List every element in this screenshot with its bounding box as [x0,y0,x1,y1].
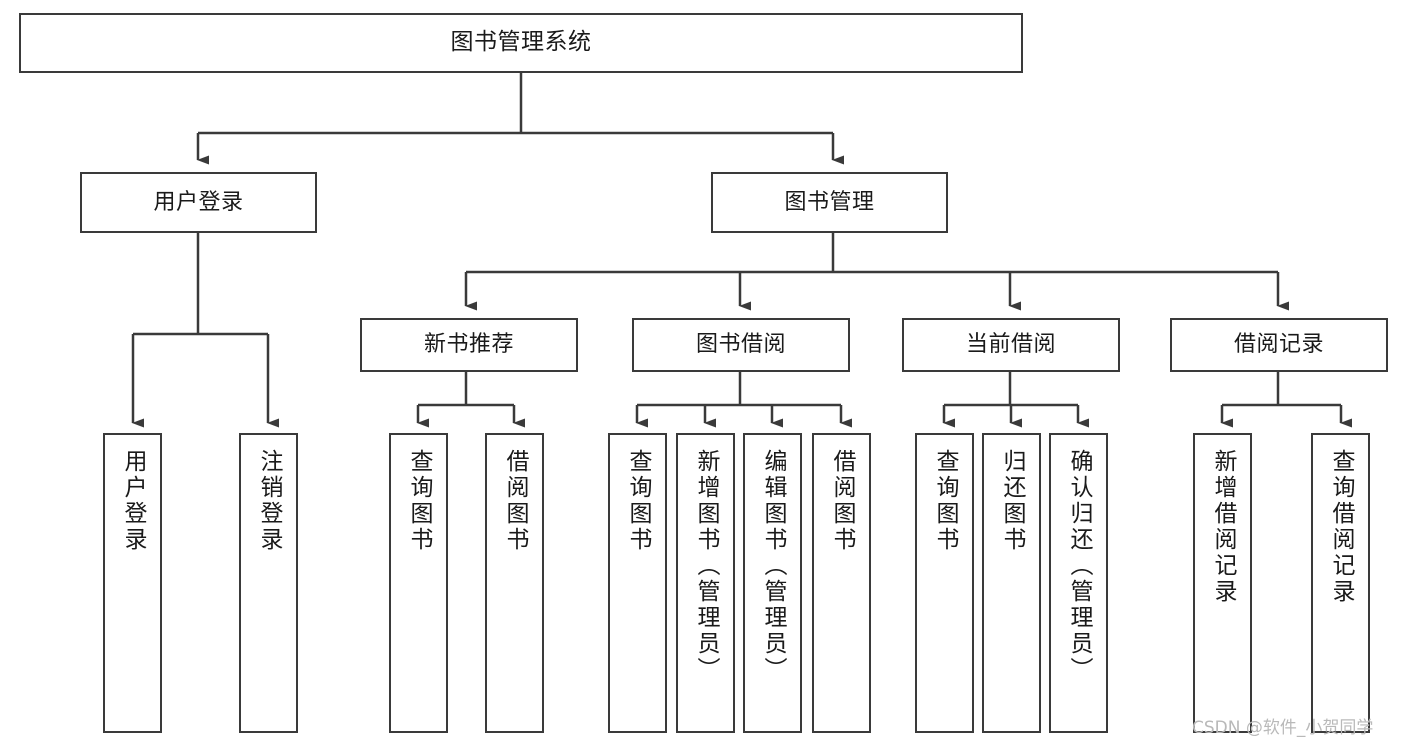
node-label: 图书管理系统 [450,29,592,56]
node-leaf-query-borrow-record[interactable]: 查询借阅记录 [1311,433,1370,733]
node-label: 查询图书 [625,449,651,553]
node-leaf-add-book-admin[interactable]: 新增图书（管理员） [676,433,735,733]
node-label: 查询图书 [932,449,958,553]
node-label: 归还图书 [999,449,1025,553]
node-leaf-query-books-current[interactable]: 查询图书 [915,433,974,733]
node-root-book-management-system[interactable]: 图书管理系统 [19,13,1023,73]
node-label: 新增借阅记录 [1210,449,1236,605]
node-label: 用户登录 [153,189,244,215]
node-label: 借阅图书 [829,449,855,553]
node-leaf-query-books-new-recommend[interactable]: 查询图书 [389,433,448,733]
node-current-borrowing[interactable]: 当前借阅 [902,318,1120,372]
node-leaf-return-books[interactable]: 归还图书 [982,433,1041,733]
node-leaf-add-borrow-record[interactable]: 新增借阅记录 [1193,433,1252,733]
node-leaf-borrow-books[interactable]: 借阅图书 [812,433,871,733]
node-label: 用户登录 [120,449,146,553]
node-label: 借阅图书 [502,449,528,553]
node-user-login[interactable]: 用户登录 [80,172,317,233]
node-leaf-edit-book-admin[interactable]: 编辑图书（管理员） [743,433,802,733]
node-label: 图书借阅 [695,332,786,358]
node-book-borrowing[interactable]: 图书借阅 [632,318,850,372]
node-label: 新书推荐 [423,332,514,358]
node-leaf-user-login[interactable]: 用户登录 [103,433,162,733]
node-label: 注销登录 [256,449,282,553]
watermark-csdn: CSDN @软件_小贺同学 [1192,718,1374,738]
node-label: 确认归还（管理员） [1066,449,1092,683]
node-new-book-recommendation[interactable]: 新书推荐 [360,318,578,372]
node-leaf-logout[interactable]: 注销登录 [239,433,298,733]
node-label: 借阅记录 [1233,332,1324,358]
node-label: 查询借阅记录 [1328,449,1354,605]
node-label: 图书管理 [784,189,875,215]
node-leaf-query-books-borrow[interactable]: 查询图书 [608,433,667,733]
node-borrowing-record[interactable]: 借阅记录 [1170,318,1388,372]
node-leaf-borrow-books-new-recommend[interactable]: 借阅图书 [485,433,544,733]
node-label: 新增图书（管理员） [693,449,719,683]
node-leaf-confirm-return-admin[interactable]: 确认归还（管理员） [1049,433,1108,733]
node-book-management[interactable]: 图书管理 [711,172,948,233]
node-label: 查询图书 [406,449,432,553]
node-label: 编辑图书（管理员） [760,449,786,683]
node-label: 当前借阅 [965,332,1056,358]
